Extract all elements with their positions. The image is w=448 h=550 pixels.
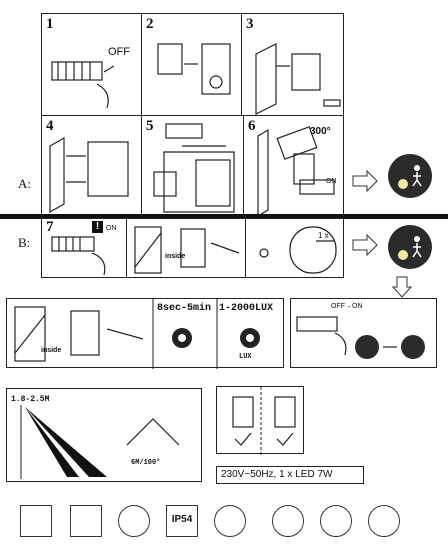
motion-test-icon: [388, 225, 432, 269]
installation-info-icon: [20, 505, 52, 537]
test-hand-illustration: [259, 226, 337, 274]
ip-rating-text: IP54: [171, 514, 193, 525]
power-spec-text: 230V~50Hz, 1 x LED 7W: [221, 469, 333, 480]
person-bulb-glyph-b: [398, 236, 422, 260]
panel-inside-adjust: inside: [126, 218, 246, 278]
step-4-number: 4: [46, 118, 54, 134]
panel-step-2: 2: [141, 13, 242, 116]
ground-symbol-icon: [118, 505, 150, 537]
sensor-icon: [214, 505, 246, 537]
fixture-class-icon: [70, 505, 102, 537]
warning-badge: !: [92, 221, 103, 233]
step-1-off-label: OFF: [108, 46, 130, 58]
time-dial-icon: [172, 328, 192, 348]
fixture-inside-illustration: [134, 226, 240, 274]
row-a-label: A:: [18, 176, 31, 191]
one-x-label: 1 x: [318, 231, 329, 240]
breaker-on-illustration: [51, 236, 106, 276]
panel-step-3: 3: [241, 13, 344, 116]
mounting-plate-illustration: [49, 136, 129, 214]
rotate-fixture-illustration: [257, 126, 335, 218]
step-6-number: 6: [248, 118, 256, 134]
off-on-label: OFF→ON: [331, 303, 363, 310]
step-6-angle-label: 300°: [310, 126, 331, 137]
inside-label: inside: [41, 347, 62, 354]
circuit-breaker-illustration: [51, 61, 115, 109]
lux-setting-label: 1-2000LUX: [219, 303, 274, 314]
panel-step-4: 4: [41, 115, 142, 215]
no-waste-icon: [368, 505, 400, 537]
arrow-down-icon: [391, 276, 413, 298]
no-cover-icon: [272, 505, 304, 537]
motion-active-icon: [388, 154, 432, 198]
detection-range-label: 6M/100°: [131, 459, 161, 467]
no-dimmer-icon: [320, 505, 352, 537]
step-5-number: 5: [146, 118, 154, 134]
ip-rating-icon: IP54: [166, 505, 198, 537]
panel-step-6: 6 300° ON: [243, 115, 344, 218]
arrow-right-icon-b: [352, 233, 378, 257]
lux-dial-icon: [240, 328, 260, 348]
step-7-number: 7: [46, 219, 54, 235]
orientation-illustration: [232, 387, 296, 455]
power-spec-box: 230V~50Hz, 1 x LED 7W: [216, 466, 364, 484]
wiring-illustration: [153, 123, 235, 213]
step-1-number: 1: [46, 16, 54, 32]
mount-height-label: 1.8-2.5M: [11, 395, 50, 404]
person-bulb-glyph: [398, 165, 422, 189]
panel-step-5: 5: [141, 115, 244, 215]
lux-small-label: LUX: [239, 353, 252, 361]
step-6-on-label: ON: [326, 178, 337, 185]
fixture-disassembly-illustration: [157, 43, 231, 95]
row-b-label: B:: [18, 235, 31, 250]
inside-label-b: inside: [165, 253, 186, 260]
panel-orientation: [216, 386, 304, 455]
wall-drilling-illustration: [255, 43, 341, 115]
panel-step-7: 7 ! ON: [41, 218, 127, 278]
step-3-number: 3: [246, 16, 254, 32]
panel-off-on: OFF→ON: [290, 298, 437, 368]
step-2-number: 2: [146, 16, 154, 32]
step-7-on-label: ON: [106, 225, 117, 232]
arrow-right-icon: [352, 169, 378, 193]
panel-detection: 1.8-2.5M 6M/100°: [6, 388, 202, 482]
section-divider: [0, 214, 448, 219]
fixture-setting-illustration: [14, 299, 218, 369]
panel-test: 1 x: [245, 218, 344, 278]
time-setting-label: 8sec-5min: [157, 303, 212, 314]
panel-step-1: 1 OFF: [41, 13, 142, 116]
detection-cone-illustration: [20, 405, 180, 479]
panel-settings: inside 8sec-5min 1-2000LUX LUX: [6, 298, 284, 369]
off-on-illustration: [296, 316, 425, 359]
